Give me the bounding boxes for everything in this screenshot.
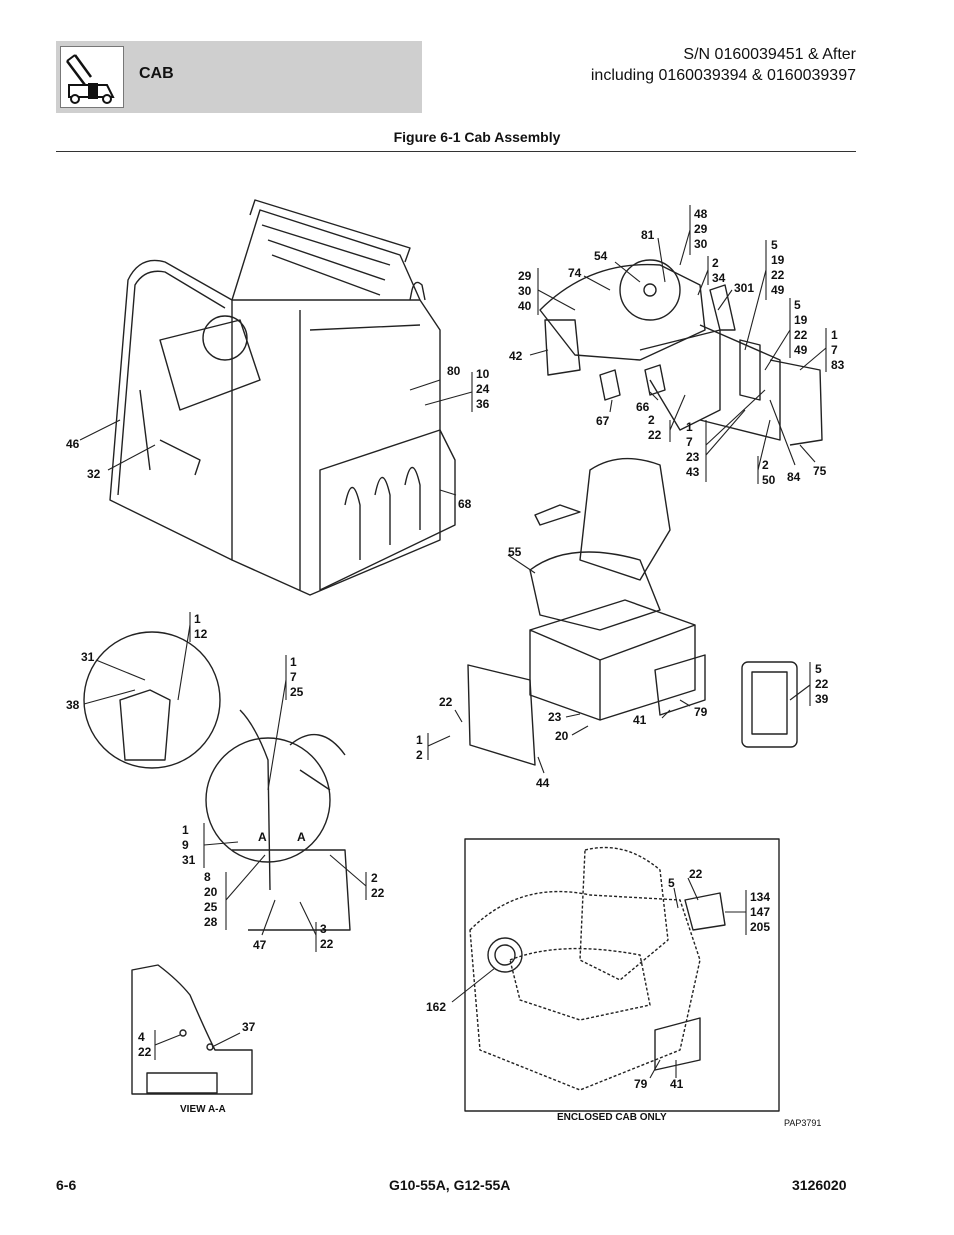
callout-5-19-22-49-b: 5 19 22 49 <box>794 298 808 357</box>
callout-162: 162 <box>426 1000 447 1014</box>
callout-2-22-a: 2 22 <box>648 413 662 442</box>
callout-44: 44 <box>536 776 550 790</box>
callout-37: 37 <box>242 1020 256 1034</box>
section-marker-a-right: A <box>297 830 306 844</box>
callout-23: 23 <box>548 710 562 724</box>
callout-54: 54 <box>594 249 608 263</box>
callout-80: 80 <box>447 364 461 378</box>
callout-67: 67 <box>596 414 610 428</box>
callout-20: 20 <box>555 729 569 743</box>
serial-line-1: S/N 0160039451 & After <box>683 46 856 63</box>
callout-301: 301 <box>734 281 755 295</box>
callout-48-29-30: 48 29 30 <box>694 207 708 251</box>
callout-79-a: 79 <box>694 705 708 719</box>
callout-42: 42 <box>509 349 523 363</box>
callout-41-a: 41 <box>633 713 647 727</box>
callout-1-2: 1 2 <box>416 733 423 762</box>
drawing-reference: PAP3791 <box>784 1118 822 1128</box>
leader-lines <box>79 205 827 1079</box>
callout-74: 74 <box>568 266 582 280</box>
callout-47: 47 <box>253 938 267 952</box>
callout-81: 81 <box>641 228 655 242</box>
machine-logo <box>60 46 124 108</box>
callout-66: 66 <box>636 400 650 414</box>
callout-38: 38 <box>66 698 80 712</box>
callout-55: 55 <box>508 545 522 559</box>
serial-range: S/N 0160039451 & After including 0160039… <box>591 44 856 86</box>
page-number: 6-6 <box>56 1177 77 1193</box>
callout-1-7-23-43: 1 7 23 43 <box>686 420 700 479</box>
callout-22-a: 22 <box>439 695 453 709</box>
enclosed-cab-frame <box>464 838 780 1112</box>
document-number: 3126020 <box>792 1177 847 1193</box>
seat-illustration <box>467 457 798 766</box>
callout-41-b: 41 <box>670 1077 684 1091</box>
serial-line-2: including 0160039394 & 0160039397 <box>590 67 856 84</box>
callout-2-22-b: 2 22 <box>371 871 385 900</box>
enclosed-cab-caption: ENCLOSED CAB ONLY <box>557 1112 667 1123</box>
callout-1-7-25: 1 7 25 <box>290 655 304 699</box>
callout-4-22: 4 22 <box>138 1030 152 1059</box>
enclosed-cab-parts <box>487 892 726 1071</box>
callout-5-22-39: 5 22 39 <box>815 662 829 706</box>
detail-circle-illustration <box>83 631 351 931</box>
cab-frame-illustration <box>109 199 456 596</box>
callout-1-12: 1 12 <box>194 612 208 641</box>
view-aa-caption: VIEW A-A <box>180 1104 226 1115</box>
model-number: G10-55A, G12-55A <box>389 1177 511 1193</box>
callout-3-22: 3 22 <box>320 922 334 951</box>
callout-8-20-25-28: 8 20 25 28 <box>204 870 218 929</box>
callout-32: 32 <box>87 467 101 481</box>
view-aa-illustration <box>131 964 253 1095</box>
header-rule <box>56 151 856 152</box>
callout-79-b: 79 <box>634 1077 648 1091</box>
section-label: CAB <box>139 65 174 82</box>
callout-2-34: 2 34 <box>712 256 726 285</box>
callout-22-b: 22 <box>689 867 703 881</box>
callout-5-19-22-49-a: 5 19 22 49 <box>771 238 785 297</box>
callout-31: 31 <box>81 650 95 664</box>
callout-29-30-40: 29 30 40 <box>518 269 532 313</box>
callout-75: 75 <box>813 464 827 478</box>
enclosed-cab-illustration <box>469 846 701 1091</box>
callout-2-50: 2 50 <box>762 458 776 487</box>
telehandler-icon <box>66 54 115 104</box>
callout-68: 68 <box>458 497 472 511</box>
section-marker-a-left: A <box>258 830 267 844</box>
callout-5: 5 <box>668 876 675 890</box>
callout-84: 84 <box>787 470 801 484</box>
figure-title: Figure 6-1 Cab Assembly <box>393 129 561 145</box>
callout-46: 46 <box>66 437 80 451</box>
callout-1-9-31: 1 9 31 <box>182 823 196 867</box>
callout-134-147-205: 134 147 205 <box>750 890 771 934</box>
callout-10-24-36: 10 24 36 <box>476 367 490 411</box>
callout-1-7-83: 1 7 83 <box>831 328 845 372</box>
